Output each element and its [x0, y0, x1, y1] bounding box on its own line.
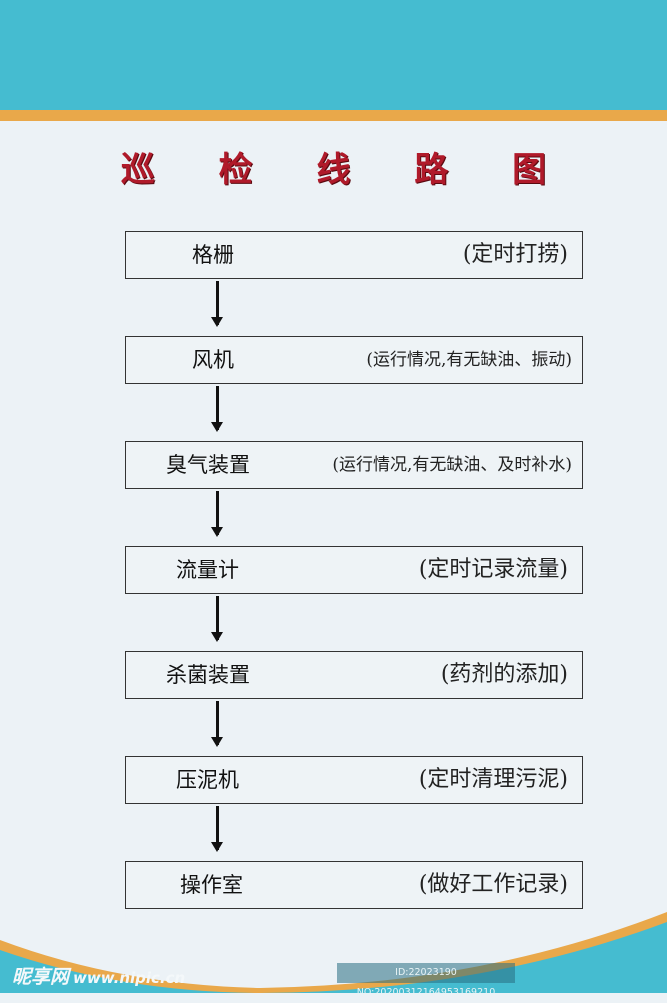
orange-stripe	[0, 110, 667, 121]
step-label: 风机	[192, 348, 234, 372]
arrow-down-icon	[211, 491, 223, 537]
step-sludge-press: 压泥机 (定时清理污泥)	[125, 756, 583, 804]
step-label: 操作室	[180, 873, 243, 897]
watermark-logo-text: 昵享网	[12, 966, 70, 988]
top-band	[0, 0, 667, 110]
arrow-down-icon	[211, 281, 223, 327]
step-label: 臭气装置	[166, 453, 250, 477]
step-label: 杀菌装置	[166, 663, 250, 687]
arrow-down-icon	[211, 596, 223, 642]
step-note: (做好工作记录)	[418, 872, 568, 897]
step-flowmeter: 流量计 (定时记录流量)	[125, 546, 583, 594]
arrow-down-icon	[211, 386, 223, 432]
step-note: (运行情况,有无缺油、振动)	[366, 350, 572, 370]
watermark-id: ID:22023190 NO:20200312164953169210	[337, 963, 515, 998]
step-note: (药剂的添加)	[440, 662, 568, 687]
step-control-room: 操作室 (做好工作记录)	[125, 861, 583, 909]
step-note: (运行情况,有无缺油、及时补水)	[332, 455, 572, 475]
arrow-down-icon	[211, 806, 223, 852]
step-note: (定时记录流量)	[418, 557, 568, 582]
watermark-site: www.nipic.cn	[73, 969, 186, 987]
step-odor-device: 臭气装置 (运行情况,有无缺油、及时补水)	[125, 441, 583, 489]
step-note: (定时打捞)	[462, 242, 568, 267]
step-sterilizer: 杀菌装置 (药剂的添加)	[125, 651, 583, 699]
step-label: 流量计	[176, 558, 239, 582]
step-label: 格栅	[192, 243, 234, 267]
step-label: 压泥机	[176, 768, 239, 792]
step-grille: 格栅 (定时打捞)	[125, 231, 583, 279]
arrow-down-icon	[211, 701, 223, 747]
step-fan: 风机 (运行情况,有无缺油、振动)	[125, 336, 583, 384]
page-title: 巡 检 线 路 图	[120, 150, 573, 190]
step-note: (定时清理污泥)	[418, 767, 568, 792]
